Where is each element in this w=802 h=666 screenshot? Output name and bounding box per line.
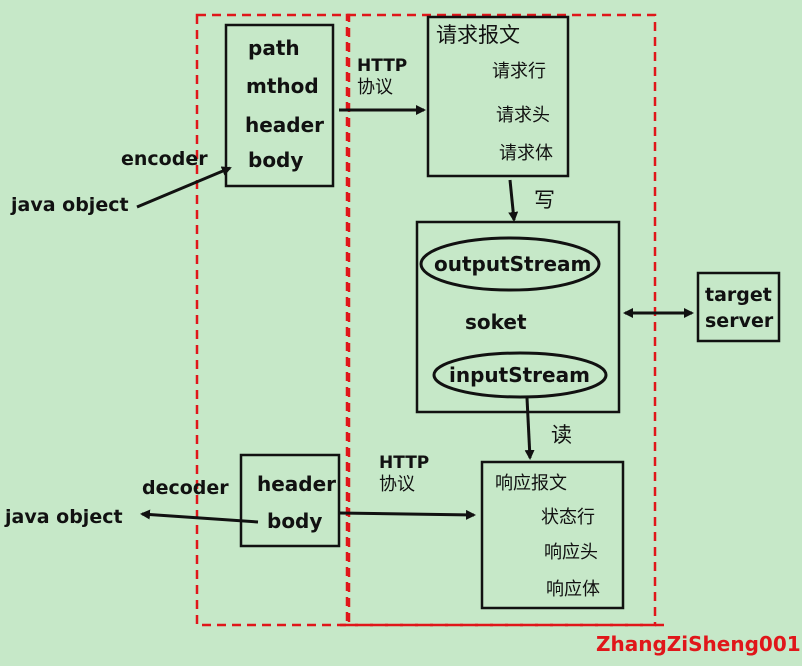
request-line-label: 请求行	[492, 61, 546, 82]
read-arrow	[524, 397, 535, 460]
author-watermark: ZhangZiSheng001	[596, 632, 801, 656]
socket-box	[415, 220, 621, 414]
response-field-header: header	[257, 472, 337, 496]
response-field-body: body	[267, 509, 323, 533]
response-http-arrow	[338, 509, 476, 520]
java-object-output-label: java object	[5, 506, 123, 528]
response-header-label: 响应头	[544, 542, 598, 563]
read-label: 读	[551, 423, 572, 447]
response-object-box	[239, 453, 341, 548]
java-object-input-label: java object	[11, 194, 129, 216]
target-server-line1: target	[705, 284, 772, 306]
request-field-path: path	[248, 36, 300, 60]
write-arrow	[508, 179, 519, 222]
write-label: 写	[534, 188, 555, 212]
request-field-header: header	[245, 113, 325, 137]
http-dashed-region	[345, 13, 657, 627]
request-body-label: 请求体	[499, 143, 553, 164]
target-server-box	[696, 271, 781, 343]
client-dashed-region	[195, 13, 351, 627]
target-server-line2: server	[705, 310, 774, 332]
input-stream-label: inputStream	[449, 363, 590, 387]
output-stream-ellipse	[419, 236, 601, 292]
response-body-label: 响应体	[546, 579, 600, 600]
output-stream-label: outputStream	[434, 252, 592, 276]
status-line-label: 状态行	[541, 507, 595, 528]
java-object-to-request-arrow	[136, 166, 232, 209]
response-message-title: 响应报文	[495, 473, 567, 494]
request-field-body: body	[248, 148, 304, 172]
request-field-method: mthod	[246, 74, 319, 98]
request-message-title: 请求报文	[436, 23, 520, 47]
request-message-box	[426, 15, 570, 178]
request-protocol-label: 协议	[357, 77, 393, 98]
request-header-label: 请求头	[496, 105, 550, 126]
request-object-box	[224, 23, 335, 188]
decoder-label: decoder	[142, 477, 229, 499]
encoder-label: encoder	[121, 148, 208, 170]
response-to-java-object-arrow	[140, 509, 259, 524]
request-http-label: HTTP	[357, 56, 408, 76]
response-protocol-label: 协议	[379, 474, 415, 495]
socket-label: soket	[465, 310, 527, 334]
response-http-label: HTTP	[379, 453, 430, 473]
input-stream-ellipse	[432, 351, 608, 399]
response-message-box	[480, 460, 625, 610]
